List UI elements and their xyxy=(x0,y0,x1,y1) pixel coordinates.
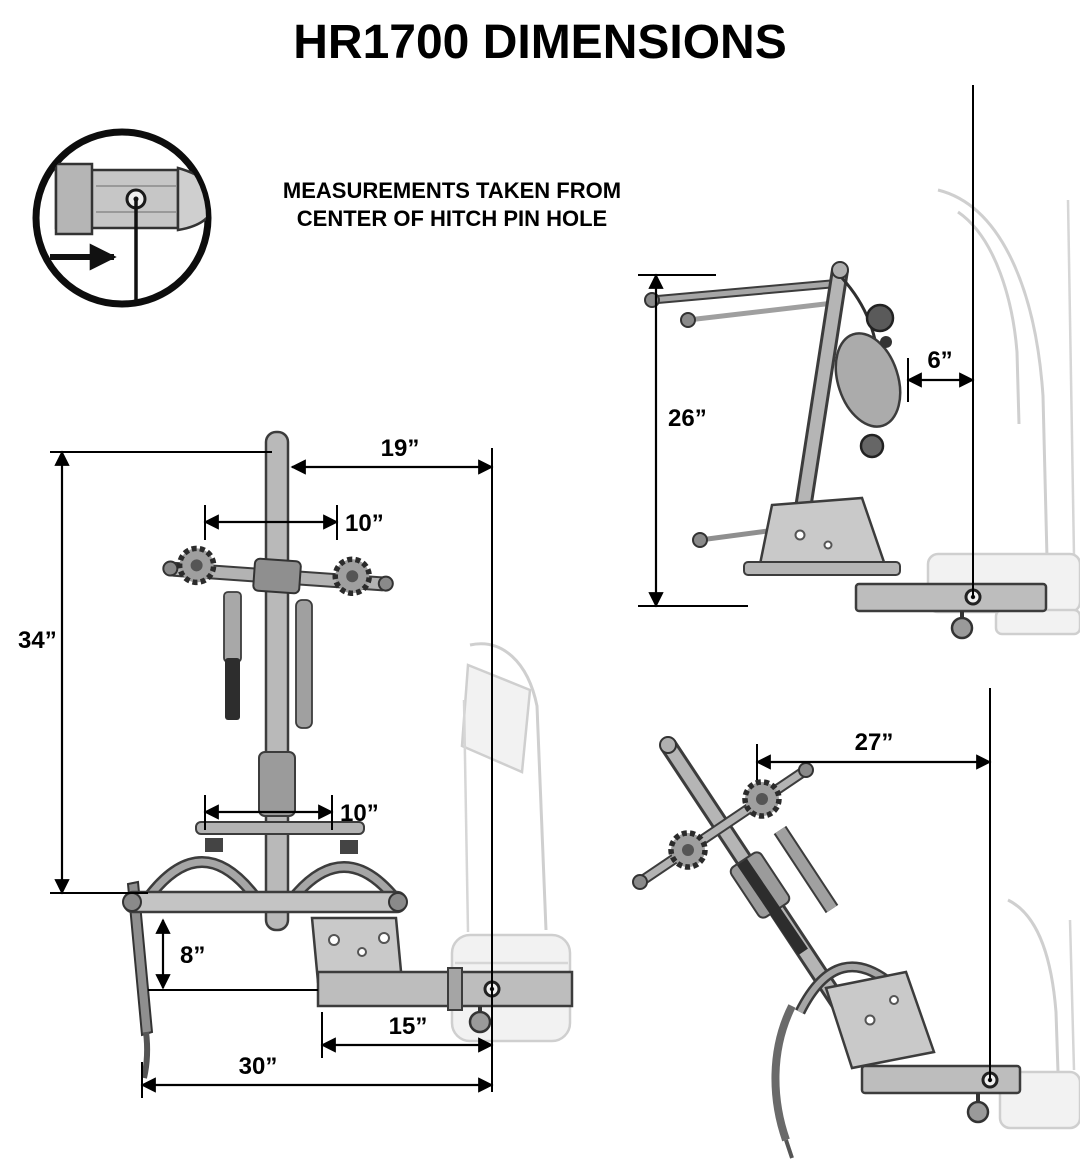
measurement-note: MEASUREMENTS TAKEN FROM CENTER OF HITCH … xyxy=(283,178,621,231)
dim-label-34: 34” xyxy=(18,627,57,654)
dimension-6: 6” xyxy=(906,347,975,402)
page-title: HR1700 DIMENSIONS xyxy=(293,16,786,69)
rack-side-view xyxy=(644,261,1048,640)
dimension-10-lower: 10” xyxy=(203,795,379,830)
cradle-arm xyxy=(651,280,843,303)
dim-label-6: 6” xyxy=(927,347,952,374)
hitch-tube-end xyxy=(54,162,94,236)
tilt-view: 27” xyxy=(632,688,1080,1159)
dim-label-19: 19” xyxy=(381,435,420,462)
rack-tilt-view xyxy=(632,736,1022,1159)
crossbar-knob xyxy=(377,575,395,593)
upper-crossbar xyxy=(161,546,395,600)
side-view: 26” 6” xyxy=(638,85,1080,640)
note-line-2: CENTER OF HITCH PIN HOLE xyxy=(297,206,607,231)
dimension-15: 15” xyxy=(320,1012,494,1058)
bike-cradle-icon xyxy=(334,558,370,594)
hitch-knob xyxy=(950,616,974,640)
wheel-strap xyxy=(126,880,154,1037)
cradle-strap-dark xyxy=(225,658,240,720)
dim-label-27: 27” xyxy=(855,729,894,756)
dim-label-10-lower: 10” xyxy=(340,800,379,827)
hitch-knob xyxy=(468,1010,492,1034)
hitch-bar xyxy=(854,582,1048,613)
strap-buckle xyxy=(205,838,223,852)
clamp-knob xyxy=(865,303,895,333)
base-plate xyxy=(824,970,936,1070)
bike-cradle-icon xyxy=(745,782,779,816)
cradle-strap-dark xyxy=(737,858,808,956)
bike-cradle-icon xyxy=(671,833,705,867)
hitch-collar xyxy=(447,967,463,1011)
clamp-knob xyxy=(859,433,885,459)
dimension-26: 26” xyxy=(638,273,748,608)
folded-cradle-assembly xyxy=(834,332,902,428)
rack-front-view xyxy=(122,430,574,1079)
rack-mast xyxy=(796,269,846,516)
dimension-34: 34” xyxy=(18,450,272,895)
cradle-strap xyxy=(223,591,242,663)
wheel-strap xyxy=(771,1004,796,1142)
cradle-strap xyxy=(295,599,313,729)
wheel-hoop xyxy=(287,863,401,905)
cradle-arm xyxy=(687,299,843,323)
hitch-bar xyxy=(860,1064,1022,1095)
note-line-1: MEASUREMENTS TAKEN FROM xyxy=(283,178,621,203)
dimension-19: 19” xyxy=(290,435,494,475)
vehicle-ghost-side-view xyxy=(926,188,1080,636)
dimension-10-upper: 10” xyxy=(203,505,384,540)
bike-cradle-icon xyxy=(178,547,214,583)
cradle-strap xyxy=(775,826,837,913)
upper-crossbar xyxy=(638,767,808,885)
wheel-hoop xyxy=(145,858,259,901)
strap-buckle xyxy=(340,840,358,854)
dim-label-30: 30” xyxy=(239,1053,278,1080)
crossbar-clamp xyxy=(252,557,302,595)
dim-label-26: 26” xyxy=(668,405,707,432)
hitch-knob xyxy=(966,1100,990,1124)
front-view: 19” 10” 34” 10” 8” xyxy=(18,430,574,1098)
dim-label-8: 8” xyxy=(180,942,205,969)
crossbar-knob xyxy=(161,560,179,578)
dimension-8: 8” xyxy=(148,918,318,991)
dim-label-15: 15” xyxy=(389,1013,428,1040)
hitch-bar xyxy=(316,970,574,1008)
dimension-27: 27” xyxy=(755,729,992,780)
dim-label-10-upper: 10” xyxy=(345,510,384,537)
foot-plate xyxy=(743,561,901,576)
hitch-pin-detail-icon xyxy=(32,128,212,308)
dimension-30: 30” xyxy=(140,1053,494,1098)
mast-collar xyxy=(258,751,296,817)
rack-mast xyxy=(264,430,290,932)
taillight-ghost xyxy=(460,663,532,774)
lower-crossbar xyxy=(195,821,365,835)
wheel-tray xyxy=(122,890,408,914)
